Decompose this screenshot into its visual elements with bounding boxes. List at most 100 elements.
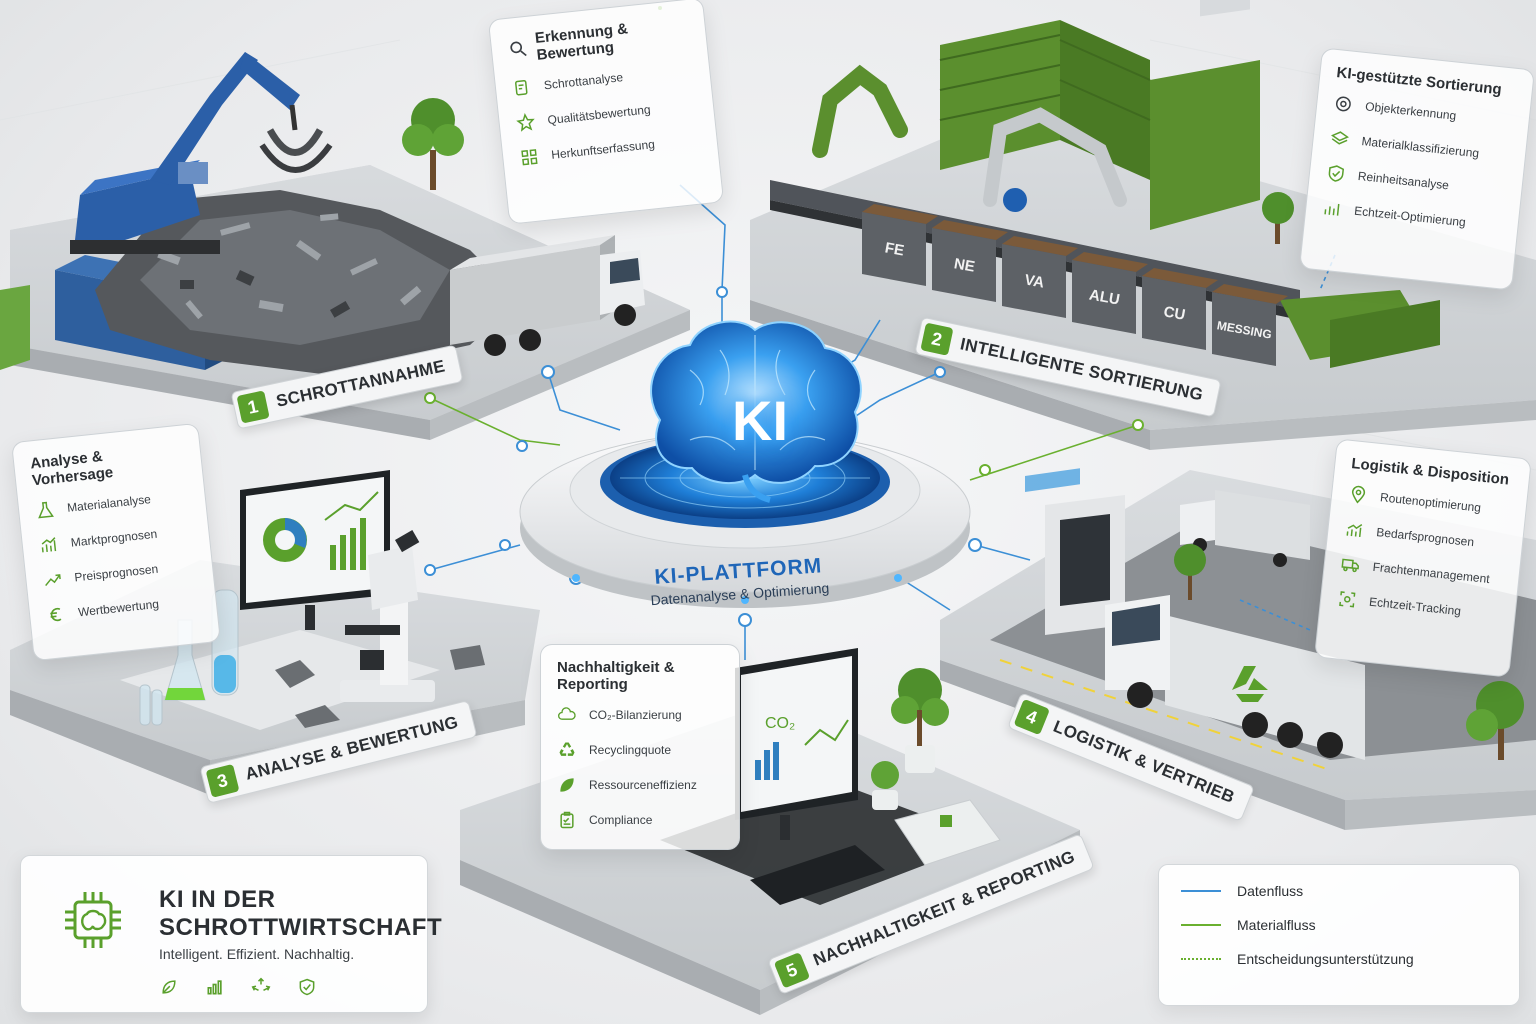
title-line-1: KI IN DER xyxy=(159,886,276,913)
map-pin-icon xyxy=(1347,484,1369,506)
legend-line-green xyxy=(1181,924,1221,926)
bar-chart-icon xyxy=(1321,197,1343,219)
star-icon xyxy=(515,111,537,133)
card-logistik-item-1: Routenoptimierung xyxy=(1379,490,1482,515)
scrap-samples xyxy=(275,645,485,728)
lab-flasks xyxy=(139,589,239,726)
tree-sortierung xyxy=(1262,192,1294,244)
tree-logistik xyxy=(1174,544,1524,760)
reporting-monitor xyxy=(735,648,858,840)
card-erkennung-item-1: Schrottanalyse xyxy=(543,70,624,93)
title-box: KI IN DER SCHROTTWIRTSCHAFT Intelligent.… xyxy=(20,855,442,1013)
bin-fe: FE xyxy=(862,204,938,286)
bin-ne: NE xyxy=(932,220,1008,302)
clipboard xyxy=(894,799,1001,866)
tree-annahme xyxy=(402,98,464,190)
card-erkennung-item-3: Herkunftserfassung xyxy=(550,137,656,162)
bin-label-cu: CU xyxy=(1162,303,1186,324)
bin-va: VA xyxy=(1002,236,1078,318)
material-bins: FE NE VA ALU CU MESSING xyxy=(862,204,1288,366)
card-sortierung-item-2: Materialklassifizierung xyxy=(1360,134,1480,161)
screen-co2-badge: CO₂ xyxy=(765,715,795,732)
recycle-icon xyxy=(557,740,577,760)
leaf-icon xyxy=(557,775,577,795)
bin-label-ne: NE xyxy=(953,255,976,275)
card-logistik-item-2: Bedarfsprognosen xyxy=(1375,525,1475,550)
card-erkennung-item-2: Qualitätsbewertung xyxy=(546,102,652,128)
legend-label-3: Entscheidungsunterstützung xyxy=(1237,951,1414,967)
tracking-icon xyxy=(1336,588,1358,610)
card-nachhaltigkeit-item-4: Compliance xyxy=(589,813,653,827)
slab-analyse xyxy=(10,470,540,795)
legend-line-dotted xyxy=(1181,958,1221,960)
target-icon xyxy=(1332,93,1354,115)
step-4-number: 4 xyxy=(1013,698,1051,736)
legend-line-blue xyxy=(1181,890,1221,892)
scale-kiosk xyxy=(1025,468,1125,635)
card-erkennung-title: Erkennung & Bewertung xyxy=(534,20,629,64)
card-nachhaltigkeit-item-1: CO₂-Bilanzierung xyxy=(589,708,682,722)
card-analyse-item-4: Wertbewertung xyxy=(77,596,160,620)
card-sortierung: KI-gestützte Sortierung Objekterkennung … xyxy=(1298,47,1536,291)
euro-icon xyxy=(45,604,67,626)
flask-icon xyxy=(34,499,56,521)
step-2-number: 2 xyxy=(920,322,954,356)
layers-icon xyxy=(1329,128,1351,150)
card-erkennung: Erkennung & Bewertung Schrottanalyse Qua… xyxy=(487,0,725,225)
ai-chip-icon xyxy=(57,884,129,956)
card-analyse-title: Analyse & Vorhersage xyxy=(29,447,115,490)
legend-label-1: Datenfluss xyxy=(1237,883,1304,899)
step-3-number: 3 xyxy=(205,763,240,798)
step-1-number: 1 xyxy=(236,390,270,424)
card-analyse-item-2: Marktprognosen xyxy=(70,526,158,550)
truck-logistik-large xyxy=(1105,595,1365,760)
bin-label-alu: ALU xyxy=(1088,286,1121,308)
plant-pot xyxy=(871,668,949,810)
qr-code-icon xyxy=(518,146,540,168)
card-nachhaltigkeit: Nachhaltigkeit & Reporting CO₂-Bilanzier… xyxy=(540,644,740,850)
trend-up-icon xyxy=(42,569,64,591)
title-icon-row xyxy=(159,976,317,998)
bar-chart-icon xyxy=(205,976,225,998)
card-sortierung-item-4: Echtzeit-Optimierung xyxy=(1353,203,1467,230)
search-icon xyxy=(507,38,529,60)
truck-logistik-small xyxy=(1180,490,1310,567)
bin-messing: MESSING xyxy=(1212,284,1288,366)
card-nachhaltigkeit-item-2: Recyclingquote xyxy=(589,743,672,757)
card-analyse-item-3: Preisprognosen xyxy=(73,561,159,585)
brain-icon xyxy=(650,320,862,503)
bin-cu: CU xyxy=(1142,268,1218,350)
card-logistik-item-3: Frachtenmanagement xyxy=(1372,559,1491,587)
card-logistik-item-4: Echtzeit-Tracking xyxy=(1368,594,1462,619)
bin-label-va: VA xyxy=(1023,271,1046,291)
bin-alu: ALU xyxy=(1072,252,1148,334)
slab-schrottannahme xyxy=(0,52,690,440)
recycle-icon xyxy=(1232,666,1268,702)
step-5-number: 5 xyxy=(773,952,811,989)
legend-row-materialfluss: Materialfluss xyxy=(1181,917,1497,933)
microscope xyxy=(340,530,435,702)
card-sortierung-item-3: Reinheitsanalyse xyxy=(1357,168,1450,193)
legend-label-2: Materialfluss xyxy=(1237,917,1316,933)
card-nachhaltigkeit-title: Nachhaltigkeit & Reporting xyxy=(557,659,675,693)
ki-platform xyxy=(519,320,971,608)
chart-growth-icon xyxy=(1344,519,1366,541)
card-nachhaltigkeit-item-3: Ressourceneffizienz xyxy=(589,778,697,792)
recycle-icon xyxy=(251,976,271,998)
co2-cloud-icon xyxy=(557,705,577,725)
card-sortierung-item-1: Objekterkennung xyxy=(1364,99,1457,123)
title-line-2: SCHROTTWIRTSCHAFT xyxy=(159,914,443,941)
card-analyse-item-1: Materialanalyse xyxy=(66,492,152,515)
truck-icon xyxy=(1340,554,1362,576)
chart-bars-icon xyxy=(38,534,60,556)
card-sortierung-title: KI-gestützte Sortierung xyxy=(1335,64,1503,99)
title-tagline: Intelligent. Effizient. Nachhaltig. xyxy=(159,946,355,962)
excavator xyxy=(70,52,333,254)
clipboard-check-icon xyxy=(557,810,577,830)
truck-annahme xyxy=(450,235,645,356)
shield-check-icon xyxy=(297,976,317,998)
legend-row-entscheidung: Entscheidungsunterstützung xyxy=(1181,951,1497,967)
ki-brain-label: KI xyxy=(732,389,788,452)
legend-row-datenfluss: Datenfluss xyxy=(1181,883,1497,899)
bin-label-fe: FE xyxy=(884,240,906,260)
